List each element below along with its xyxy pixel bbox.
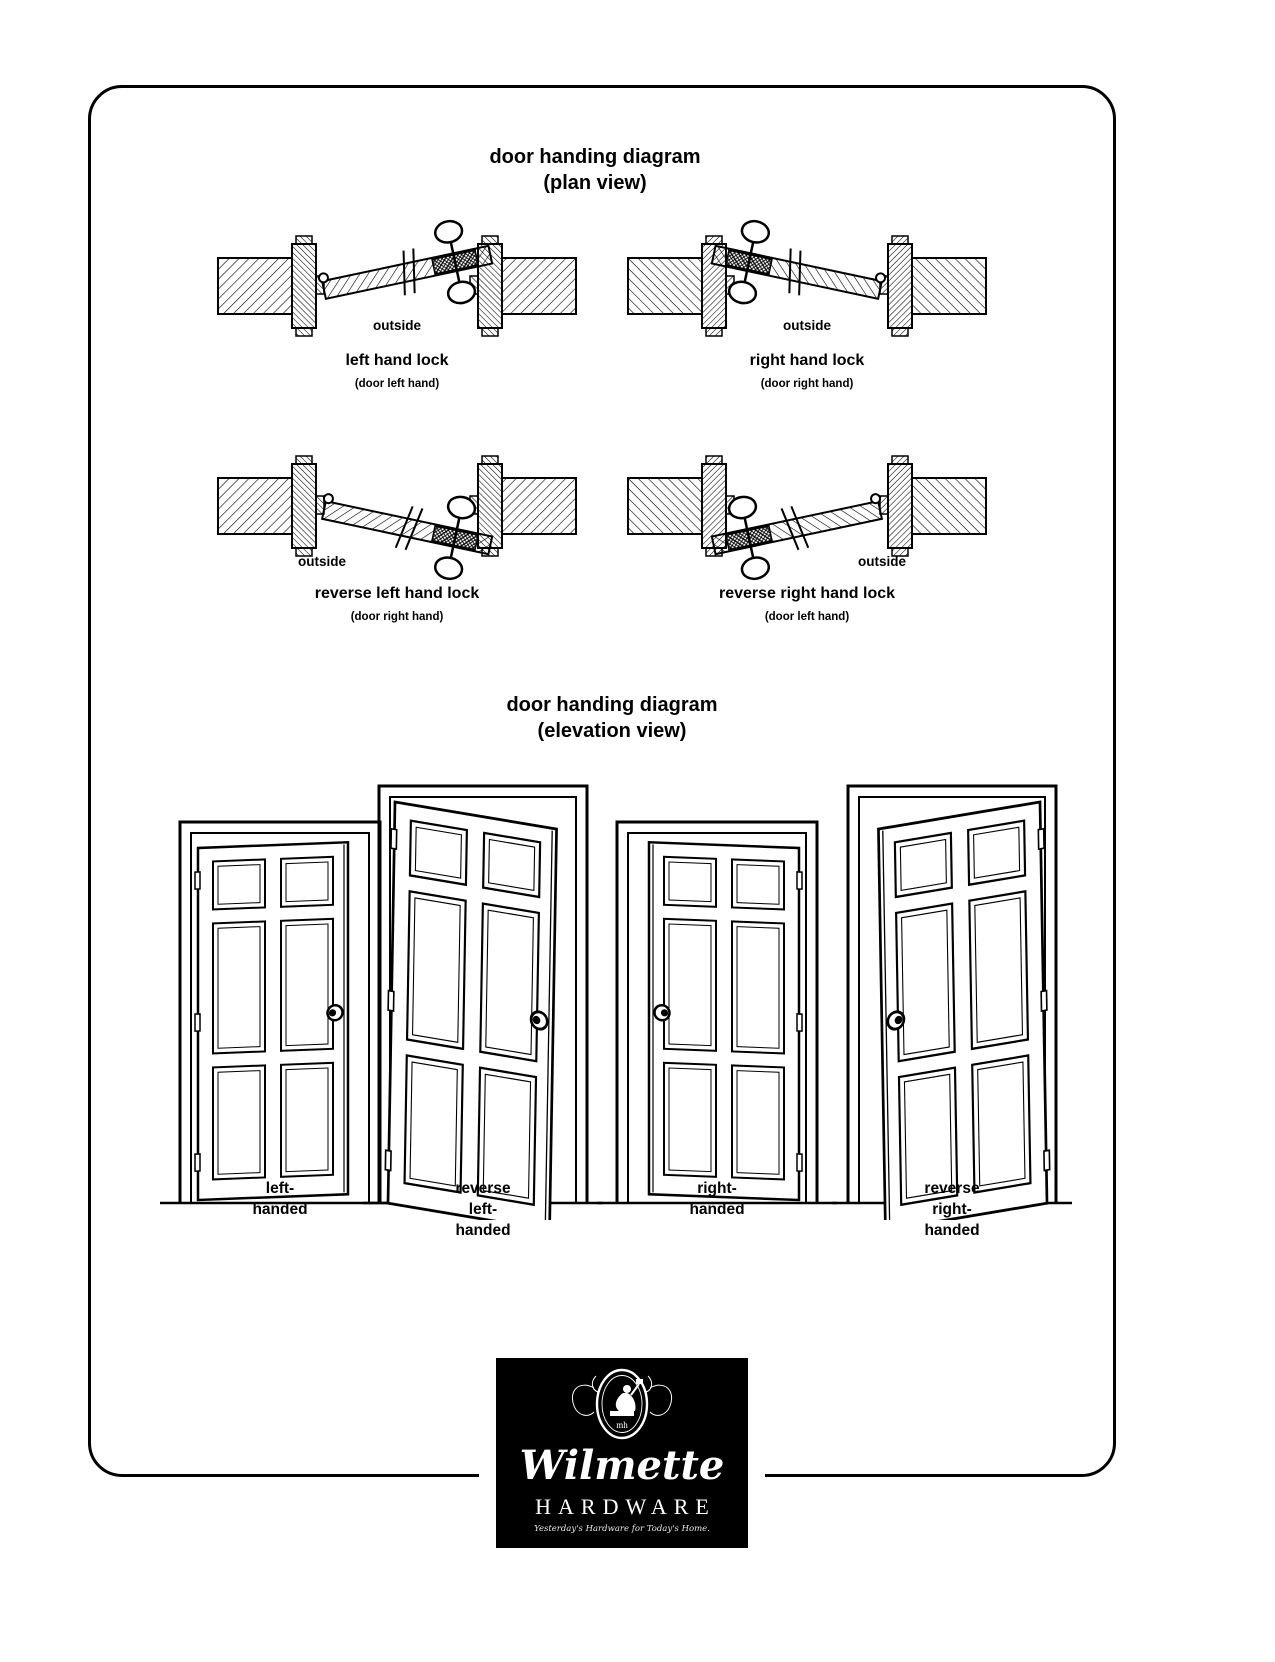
plan-cell-subname: (door right hand) xyxy=(760,378,854,390)
outside-label: outside xyxy=(782,318,831,333)
plan-cell-left-hand-lock: outside left hand lock (door left hand) xyxy=(212,196,582,426)
label-line: handed xyxy=(689,1201,745,1218)
plan-cell-subname: (door right hand) xyxy=(350,611,444,623)
door-drawing-reverse-right-handed xyxy=(832,770,1072,1220)
plan-cell-name: right hand lock xyxy=(749,352,865,369)
logo-brand-script: Wilmette xyxy=(519,1442,725,1489)
plan-cell-name: left hand lock xyxy=(345,352,449,369)
door-drawing-reverse-left-handed xyxy=(363,770,603,1220)
door-reverse-left-handed xyxy=(363,770,603,1220)
logo-tagline: Yesterday's Hardware for Today's Home. xyxy=(534,1524,710,1534)
blacksmith-crest-icon: mh xyxy=(572,1368,672,1440)
label-line: handed xyxy=(455,1222,511,1239)
plan-cell-name: reverse right hand lock xyxy=(718,585,896,602)
label-line: right- xyxy=(932,1201,972,1218)
door-reverse-right-handed xyxy=(832,770,1072,1220)
door-drawing-left-handed xyxy=(160,770,400,1205)
plan-cell-subname: (door left hand) xyxy=(354,378,440,390)
plan-cell-name: reverse left hand lock xyxy=(314,585,480,602)
label-line: left- xyxy=(265,1180,295,1197)
svg-text:mh: mh xyxy=(616,1420,628,1430)
wilmette-hardware-logo: mh Wilmette HARDWARE Yesterday's Hardwar… xyxy=(496,1358,748,1548)
plan-title-line1: door handing diagram xyxy=(489,146,701,168)
plan-cell-subname: (door left hand) xyxy=(764,611,850,623)
elevation-section-title: door handing diagram (elevation view) xyxy=(412,692,812,744)
label-line: reverse xyxy=(924,1180,980,1197)
plan-title-line2: (plan view) xyxy=(543,172,647,194)
label-right-handed: right- handed xyxy=(597,1178,837,1220)
label-line: reverse xyxy=(455,1180,511,1197)
plan-cell-reverse-right-hand-lock: outside reverse right hand lock (door le… xyxy=(622,432,992,662)
plan-cell-reverse-left-hand-lock: outside reverse left hand lock (door rig… xyxy=(212,432,582,662)
label-line: left- xyxy=(468,1201,498,1218)
door-right-handed xyxy=(597,770,837,1220)
logo-brand-caps: HARDWARE xyxy=(535,1494,716,1519)
outside-label: outside xyxy=(857,554,906,569)
outside-label: outside xyxy=(372,318,421,333)
logo-block: mh Wilmette HARDWARE Yesterday's Hardwar… xyxy=(479,1350,765,1554)
door-drawing-right-handed xyxy=(597,770,837,1205)
door-left-handed xyxy=(160,770,400,1220)
label-line: handed xyxy=(252,1201,308,1218)
plan-cell-right-hand-lock: outside right hand lock (door right hand… xyxy=(622,196,992,426)
elevation-title-line1: door handing diagram xyxy=(506,694,718,716)
outside-label: outside xyxy=(297,554,346,569)
plan-section-title: door handing diagram (plan view) xyxy=(395,144,795,196)
label-left-handed: left- handed xyxy=(160,1178,400,1220)
label-line: handed xyxy=(924,1222,980,1239)
label-line: right- xyxy=(697,1180,737,1197)
label-reverse-right-handed: reverse right- handed xyxy=(832,1178,1072,1241)
elevation-title-line2: (elevation view) xyxy=(537,720,687,742)
label-reverse-left-handed: reverse left- handed xyxy=(363,1178,603,1241)
